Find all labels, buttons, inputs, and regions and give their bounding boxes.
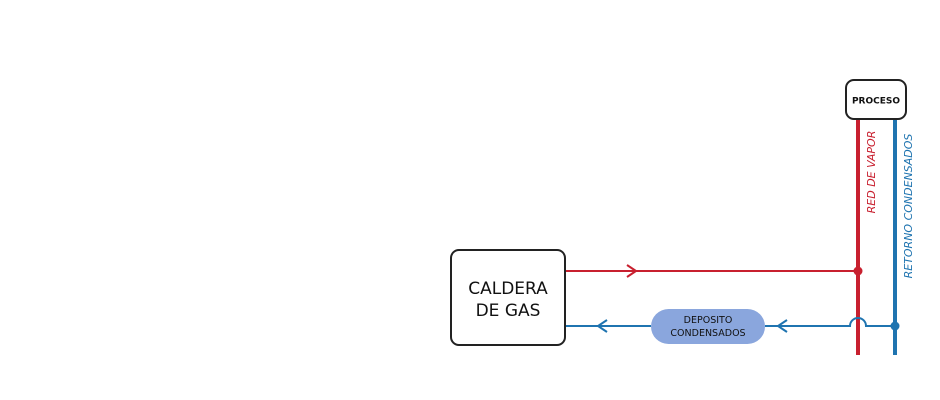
tank-label-line2: CONDENSADOS [670,328,745,339]
steam-junction-dot [853,266,863,276]
condensate-tank-shape [651,309,765,344]
process-label: PROCESO [852,97,900,107]
condensate-line-label: RETORNO CONDENSADOS [902,134,915,279]
boiler-label-line2: DE GAS [476,301,541,321]
steam-line-label: RED DE VAPOR [865,131,878,214]
boiler-box [450,249,566,346]
steam-flow-arrow [626,264,638,278]
condensate-junction-dot [890,321,900,331]
condensate-tank-node: DEPOSITO CONDENSADOS [651,309,765,344]
boiler-label-line1: CALDERA [468,279,548,299]
process-box [845,79,907,120]
condensate-flow-arrow-left [596,319,608,333]
condensate-flow-arrow-right [776,319,788,333]
tank-label-line1: DEPOSITO [684,315,733,326]
process-node: PROCESO [845,79,907,120]
boiler-node: CALDERA DE GAS [450,249,566,346]
condensate-return-line [765,317,895,327]
